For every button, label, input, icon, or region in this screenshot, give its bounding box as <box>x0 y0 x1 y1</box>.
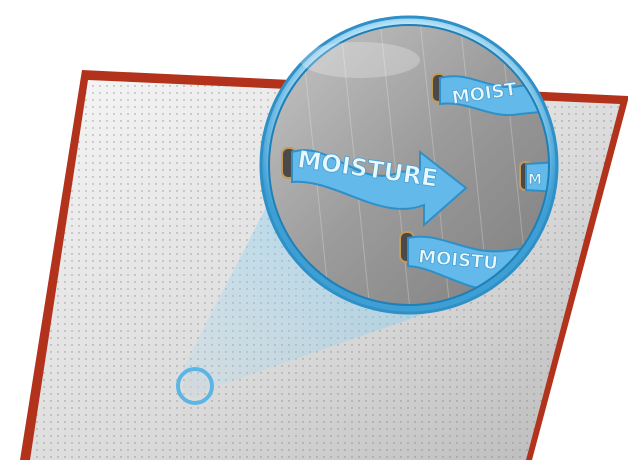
magnifier-lens-icon: MOISTURE MOIST MOISTU M <box>260 15 560 315</box>
zoom-spot <box>178 369 212 403</box>
arrow-label-right: M <box>528 172 542 188</box>
